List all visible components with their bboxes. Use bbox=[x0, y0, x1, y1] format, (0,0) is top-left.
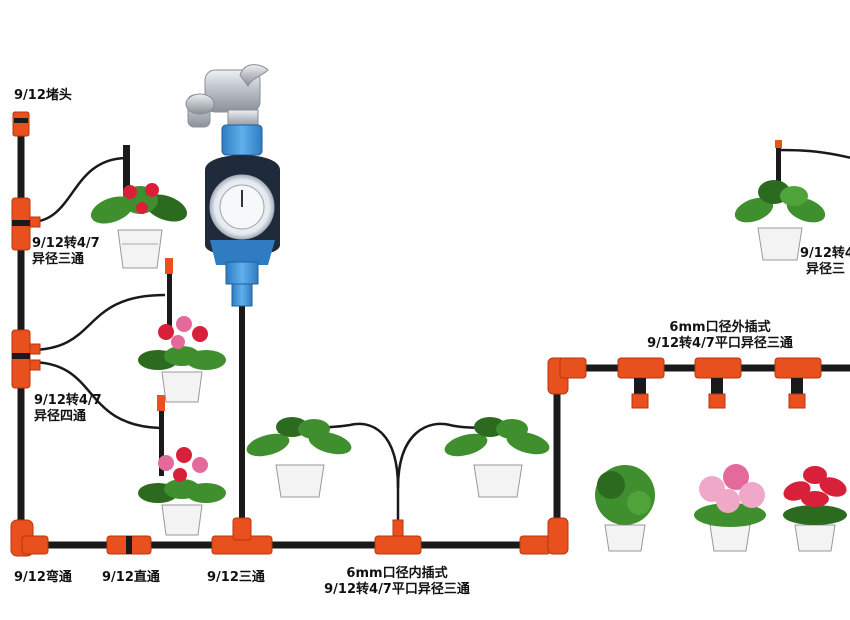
outer-insert-tee-fitting bbox=[617, 357, 665, 409]
potted-plant-icon bbox=[246, 417, 352, 498]
label-inner-insert-line1: 6mm口径内插式 bbox=[346, 566, 448, 581]
faucet-icon bbox=[185, 64, 269, 129]
outer-insert-tee-fitting bbox=[694, 357, 742, 409]
potted-plant-icon bbox=[138, 447, 226, 536]
label-reducing-tee-left-line1: 9/12转4/7 bbox=[32, 236, 100, 251]
reducing-cross-fitting bbox=[11, 329, 41, 389]
elbow-fitting bbox=[10, 519, 49, 557]
drip-stakes bbox=[123, 140, 782, 476]
end-cap-fitting bbox=[12, 111, 30, 137]
label-elbow: 9/12弯通 bbox=[14, 570, 72, 585]
potted-plant-icon bbox=[444, 417, 550, 498]
label-outer-insert-line1: 6mm口径外插式 bbox=[669, 320, 771, 335]
label-reducing-tee-right-line2: 异径三 bbox=[806, 262, 846, 277]
elbow-fitting-right bbox=[519, 517, 569, 555]
label-straight: 9/12直通 bbox=[102, 570, 160, 585]
label-reducing-cross-line2: 异径四通 bbox=[34, 409, 87, 424]
label-reducing-tee-right-line1: 9/12转4 bbox=[800, 246, 850, 261]
label-tee: 9/12三通 bbox=[207, 570, 265, 585]
drip-emitter-icon bbox=[157, 395, 165, 476]
micro-tube-2 bbox=[29, 293, 166, 352]
outer-insert-tee-fitting bbox=[774, 357, 822, 409]
drip-emitter-icon bbox=[165, 258, 173, 329]
label-reducing-cross-line1: 9/12转4/7 bbox=[34, 393, 102, 408]
micro-tube-3 bbox=[29, 360, 161, 430]
straight-coupler-fitting bbox=[106, 535, 152, 555]
label-inner-insert-line2: 9/12转4/7平口异径三通 bbox=[324, 582, 470, 597]
fittings bbox=[10, 111, 822, 557]
label-end-cap: 9/12堵头 bbox=[14, 88, 72, 103]
micro-tube-1 bbox=[29, 156, 126, 224]
drip-emitter-icon bbox=[123, 145, 130, 200]
label-reducing-tee-left-line2: 异径三通 bbox=[32, 252, 85, 267]
inner-insert-tee-fitting bbox=[374, 519, 422, 555]
potted-plant-icon bbox=[734, 180, 826, 261]
elbow-fitting-top bbox=[547, 357, 587, 395]
potted-plant-icon bbox=[90, 183, 188, 269]
label-outer-insert-line2: 9/12转4/7平口异径三通 bbox=[647, 336, 793, 351]
drip-emitter-icon bbox=[775, 140, 782, 200]
potted-plant-icon bbox=[783, 466, 847, 552]
reducing-tee-fitting bbox=[11, 197, 41, 251]
potted-plant-icon bbox=[595, 465, 655, 552]
tee-fitting bbox=[211, 517, 273, 555]
water-timer-icon bbox=[205, 124, 280, 307]
potted-plant-icon bbox=[138, 316, 226, 403]
micro-tube-7 bbox=[777, 148, 850, 159]
potted-plant-icon bbox=[694, 464, 766, 552]
